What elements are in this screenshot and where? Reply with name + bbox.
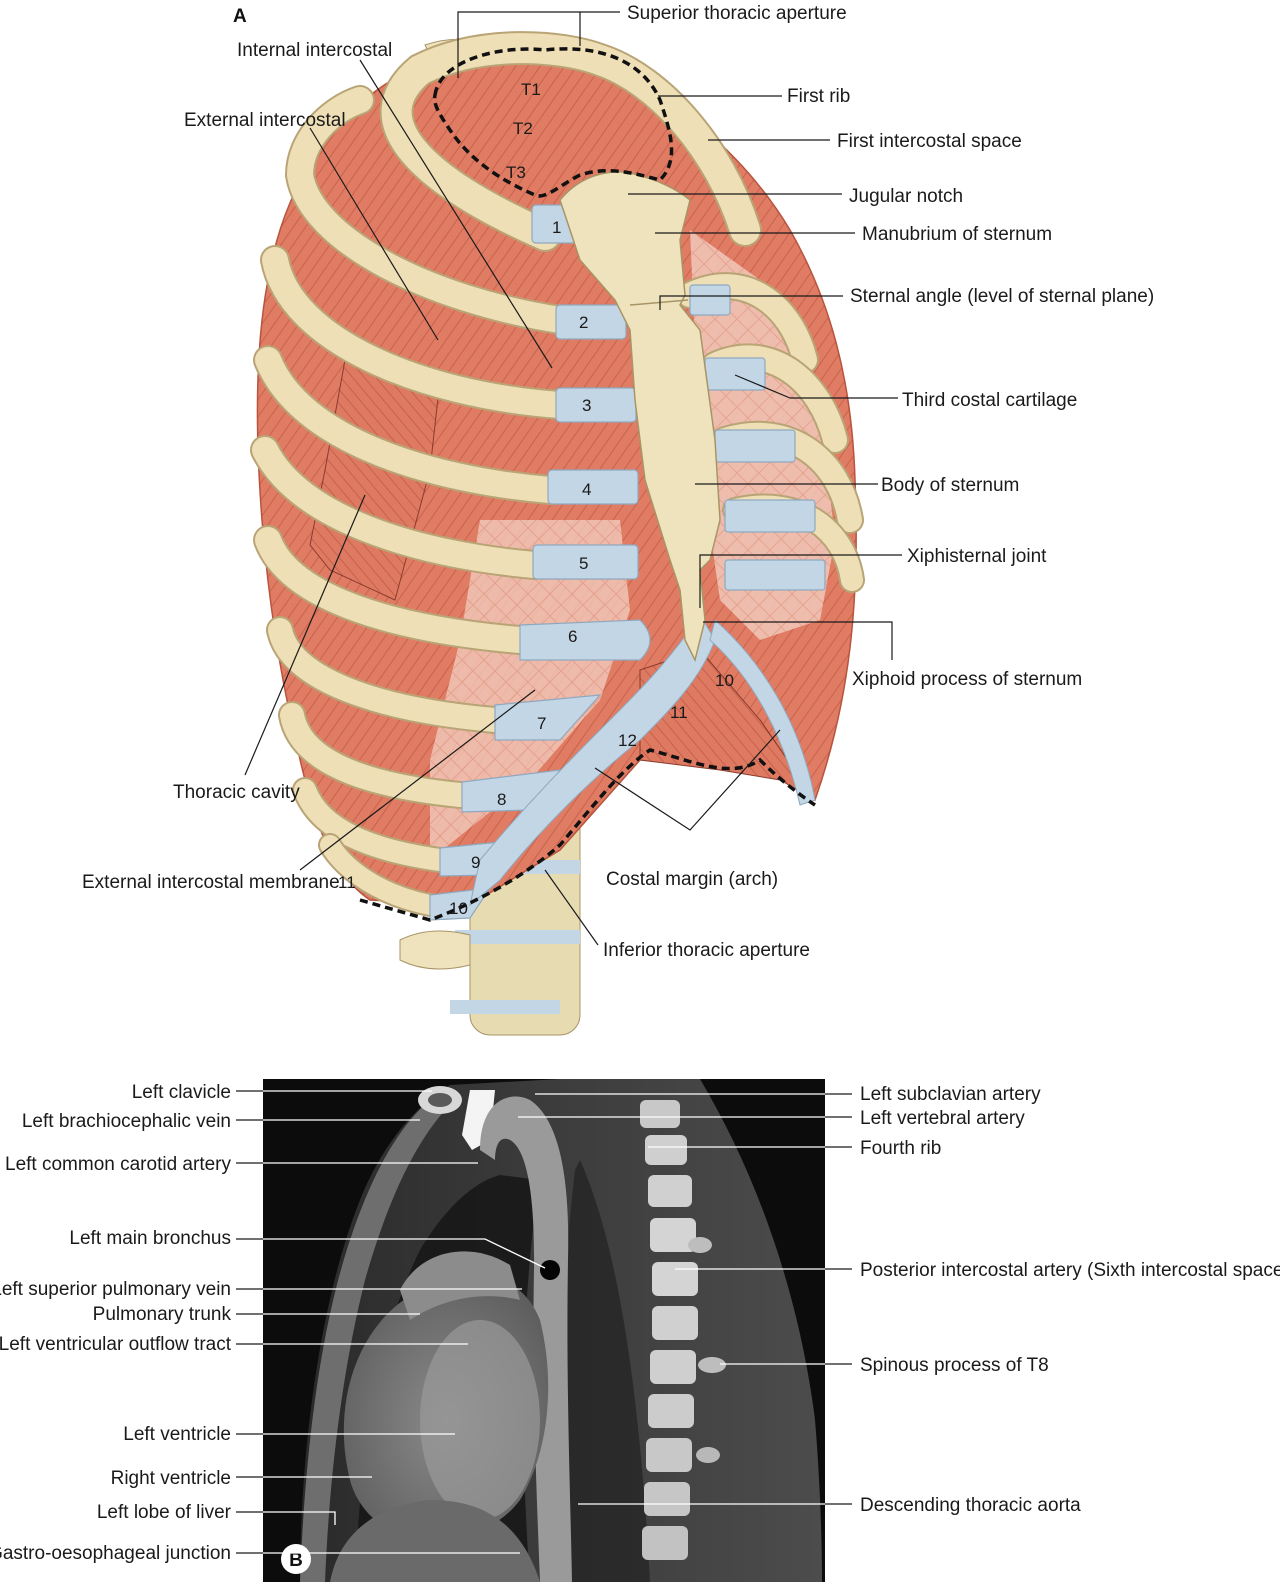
rib-number: 10 — [715, 671, 734, 690]
label-internal-intercostal: Internal intercostal — [237, 40, 392, 61]
cartilage-number: 9 — [471, 853, 480, 872]
cartilage-number: 6 — [568, 627, 577, 646]
label-fourth-rib: Fourth rib — [860, 1138, 941, 1159]
label-manubrium: Manubrium of sternum — [862, 224, 1052, 245]
panel-letter-a: A — [233, 6, 247, 27]
label-external-intercostal-membrane: External intercostal membrane — [82, 872, 340, 893]
label-external-intercostal: External intercostal — [184, 110, 346, 131]
panel-b-left-leader-lines — [236, 1090, 546, 1554]
cartilage-number: 1 — [552, 218, 561, 237]
label-xiphoid-process: Xiphoid process of sternum — [852, 669, 1082, 690]
label-jugular-notch: Jugular notch — [849, 186, 963, 207]
label-posterior-intercostal-artery: Posterior intercostal artery (Sixth inte… — [860, 1260, 1280, 1281]
rib-number: 11 — [670, 703, 688, 722]
cartilage-number: 3 — [582, 396, 591, 415]
label-left-lobe-of-liver: Left lobe of liver — [97, 1502, 232, 1523]
label-spinous-process-t8: Spinous process of T8 — [860, 1355, 1049, 1376]
lower-rib-numbers: 10 11 12 11 — [338, 671, 734, 892]
anterior-membrane-area — [430, 520, 630, 860]
cartilage-number: 10 — [449, 899, 468, 918]
label-left-brachiocephalic-vein: Left brachiocephalic vein — [22, 1111, 231, 1132]
panel-a-leader-lines — [244, 11, 902, 946]
rib-number: 11 — [338, 873, 356, 892]
ct-spine — [640, 1100, 726, 1560]
panel-letter-b: B — [289, 1550, 303, 1571]
panel-b-ct-image: B — [263, 1079, 825, 1582]
label-left-ventricle: Left ventricle — [123, 1424, 231, 1445]
label-left-ventricular-outflow-tract: Left ventricular outflow tract — [0, 1334, 232, 1355]
panel-b-left-labels: Left clavicle Left brachiocephalic vein … — [0, 1082, 232, 1564]
label-sternal-angle: Sternal angle (level of sternal plane) — [850, 286, 1154, 307]
costal-cartilages — [429, 204, 826, 921]
cartilage-number: 7 — [537, 714, 546, 733]
label-left-common-carotid-artery: Left common carotid artery — [5, 1154, 231, 1175]
vertebra-label-t2: T2 — [513, 119, 533, 138]
label-left-vertebral-artery: Left vertebral artery — [860, 1108, 1025, 1129]
label-body-of-sternum: Body of sternum — [881, 475, 1019, 496]
superior-aperture-outline — [432, 47, 674, 198]
vertebra-label-t1: T1 — [521, 80, 541, 99]
sternum — [559, 171, 721, 663]
label-inferior-thoracic-aperture: Inferior thoracic aperture — [603, 940, 810, 961]
label-superior-thoracic-aperture: Superior thoracic aperture — [627, 3, 847, 24]
label-pulmonary-trunk: Pulmonary trunk — [93, 1304, 232, 1325]
cartilage-number: 4 — [582, 480, 591, 499]
rib-number: 12 — [618, 731, 637, 750]
label-left-superior-pulmonary-vein: Left superior pulmonary vein — [0, 1279, 231, 1300]
label-first-rib: First rib — [787, 86, 850, 107]
label-left-main-bronchus: Left main bronchus — [69, 1228, 231, 1249]
cartilage-number: 8 — [497, 790, 506, 809]
label-right-ventricle: Right ventricle — [111, 1468, 231, 1489]
panel-letter-b-circle — [281, 1544, 311, 1574]
label-gastro-oesophageal-junction: Gastro-oesophageal junction — [0, 1543, 231, 1564]
panel-b-right-labels: Left subclavian artery Left vertebral ar… — [860, 1084, 1280, 1516]
vertebra-label-t3: T3 — [506, 163, 526, 182]
label-left-clavicle: Left clavicle — [132, 1082, 231, 1103]
label-thoracic-cavity: Thoracic cavity — [173, 782, 300, 803]
label-third-costal-cartilage: Third costal cartilage — [902, 390, 1077, 411]
cartilage-number: 5 — [579, 554, 588, 573]
label-left-subclavian-artery: Left subclavian artery — [860, 1084, 1041, 1105]
label-first-intercostal-space: First intercostal space — [837, 131, 1022, 152]
label-descending-thoracic-aorta: Descending thoracic aorta — [860, 1495, 1081, 1516]
ribs — [250, 31, 865, 917]
inferior-aperture-outline — [359, 748, 816, 922]
cartilage-numbers: 1 2 3 4 5 6 7 8 9 10 — [449, 218, 591, 918]
costal-margin-band — [469, 614, 716, 907]
panel-a-illustration — [250, 31, 865, 1036]
label-xiphisternal-joint: Xiphisternal joint — [907, 546, 1047, 567]
cartilage-number: 2 — [579, 313, 588, 332]
label-costal-margin: Costal margin (arch) — [606, 869, 778, 890]
panel-b-right-leader-lines — [518, 1093, 852, 1505]
